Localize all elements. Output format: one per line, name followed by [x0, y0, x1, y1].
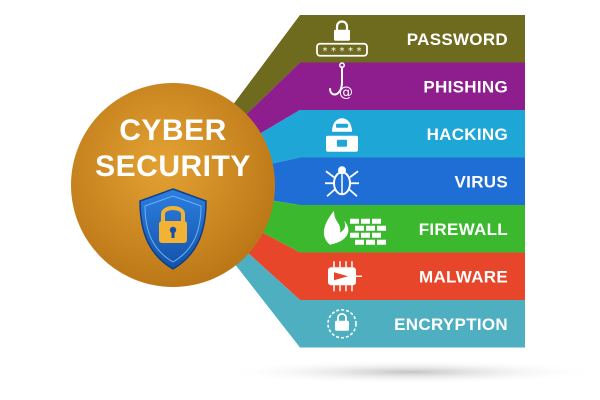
firewall-icon — [323, 210, 386, 245]
hub-circle — [71, 83, 275, 287]
band-label: PASSWORD — [407, 30, 508, 49]
malware-chip-icon — [328, 261, 362, 292]
band-connector — [247, 231, 525, 300]
svg-text:*: * — [331, 46, 336, 57]
band-phishing: @ PHISHING — [244, 62, 526, 135]
shield-lock-icon — [139, 188, 207, 270]
band-malware: MALWARE — [247, 231, 525, 300]
encryption-icon — [327, 308, 357, 339]
band-firewall: FIREWALL — [261, 200, 525, 253]
virus-bug-icon — [325, 166, 359, 197]
svg-text:*: * — [348, 46, 353, 57]
band-encryption: ENCRYPTION — [234, 252, 525, 348]
hub: CYBER SECURITY — [71, 83, 275, 287]
svg-text:*: * — [340, 46, 345, 57]
band-label: HACKING — [427, 125, 508, 144]
band-label: FIREWALL — [419, 220, 508, 239]
topic-bands: *****PASSWORD@PHISHINGHACKINGVIRUSFIREWA… — [232, 15, 526, 348]
band-label: MALWARE — [419, 267, 508, 286]
hacker-icon — [326, 118, 358, 152]
hub-title-line2: SECURITY — [95, 150, 251, 183]
band-hacking: HACKING — [259, 110, 525, 164]
band-label: VIRUS — [455, 172, 508, 191]
svg-text:@: @ — [339, 84, 353, 100]
password-field-icon: ***** — [316, 20, 368, 57]
band-label: PHISHING — [423, 77, 508, 96]
band-connector — [259, 110, 525, 164]
band-label: ENCRYPTION — [394, 315, 508, 334]
band-connector — [244, 62, 526, 135]
band-connector — [232, 15, 525, 116]
band-connector — [234, 252, 525, 348]
svg-text:*: * — [357, 46, 362, 57]
band-password: *****PASSWORD — [232, 15, 525, 116]
band-connector — [270, 157, 525, 205]
phishing-hook-icon: @ — [329, 62, 353, 100]
band-virus: VIRUS — [270, 157, 525, 205]
svg-text:*: * — [323, 46, 328, 57]
floor-shadow — [220, 360, 600, 384]
hub-title-line1: CYBER — [119, 114, 227, 147]
